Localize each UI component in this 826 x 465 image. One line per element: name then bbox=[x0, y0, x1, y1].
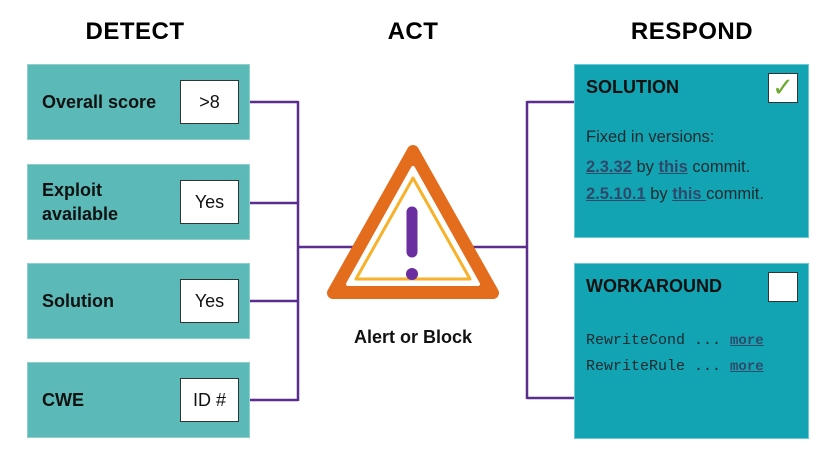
solution-version-line: 2.3.32 by this commit. bbox=[586, 158, 750, 177]
detect-overall-score: Overall score >8 bbox=[27, 64, 250, 140]
detect-label: Overall score bbox=[42, 92, 157, 112]
workaround-line: RewriteCond ... more bbox=[586, 330, 764, 349]
detect-solution: Solution Yes bbox=[27, 263, 250, 339]
respond-heading: RESPOND bbox=[630, 18, 754, 45]
more-link[interactable]: more bbox=[730, 333, 764, 349]
commit-suffix: commit. bbox=[706, 185, 764, 203]
workaround-checkbox[interactable] bbox=[768, 272, 798, 302]
commit-link[interactable]: this bbox=[672, 185, 707, 203]
detect-label: Exploit available bbox=[42, 180, 119, 224]
detect-value: Yes bbox=[180, 279, 239, 323]
warning-triangle-icon bbox=[327, 145, 499, 299]
detect-cwe: CWE ID # bbox=[27, 362, 250, 438]
commit-link[interactable]: this bbox=[658, 158, 688, 176]
detect-heading: DETECT bbox=[85, 18, 185, 45]
workaround-line: RewriteRule ... more bbox=[586, 356, 764, 375]
solution-box: SOLUTION ✓ Fixed in versions: 2.3.32 by … bbox=[574, 64, 809, 238]
solution-version-line: 2.5.10.1 by this commit. bbox=[586, 185, 764, 204]
detect-value: ID # bbox=[180, 378, 239, 422]
act-heading: ACT bbox=[387, 18, 439, 45]
detect-label: CWE bbox=[42, 390, 84, 410]
code-snippet: RewriteCond ... bbox=[586, 332, 731, 349]
detect-label: Solution bbox=[42, 291, 114, 311]
more-link[interactable]: more bbox=[730, 359, 764, 375]
version-link[interactable]: 2.5.10.1 bbox=[586, 185, 646, 203]
version-link[interactable]: 2.3.32 bbox=[586, 158, 632, 176]
exclamation-dot bbox=[406, 268, 418, 280]
detect-exploit-available: Exploit available Yes bbox=[27, 164, 250, 240]
checkmark-icon: ✓ bbox=[772, 73, 794, 103]
workaround-box: WORKAROUND RewriteCond ... more RewriteR… bbox=[574, 263, 809, 439]
commit-suffix: commit. bbox=[687, 158, 751, 176]
code-snippet: RewriteRule ... bbox=[586, 358, 731, 375]
detect-value: Yes bbox=[180, 180, 239, 224]
by-text: by bbox=[631, 158, 659, 176]
by-text: by bbox=[645, 185, 673, 203]
workaround-title: WORKAROUND bbox=[586, 276, 722, 296]
act-label: Alert or Block bbox=[353, 327, 473, 347]
detect-value: >8 bbox=[180, 80, 239, 124]
solution-intro: Fixed in versions: bbox=[586, 128, 715, 146]
solution-checkbox[interactable]: ✓ bbox=[768, 73, 798, 103]
solution-title: SOLUTION bbox=[586, 77, 679, 97]
